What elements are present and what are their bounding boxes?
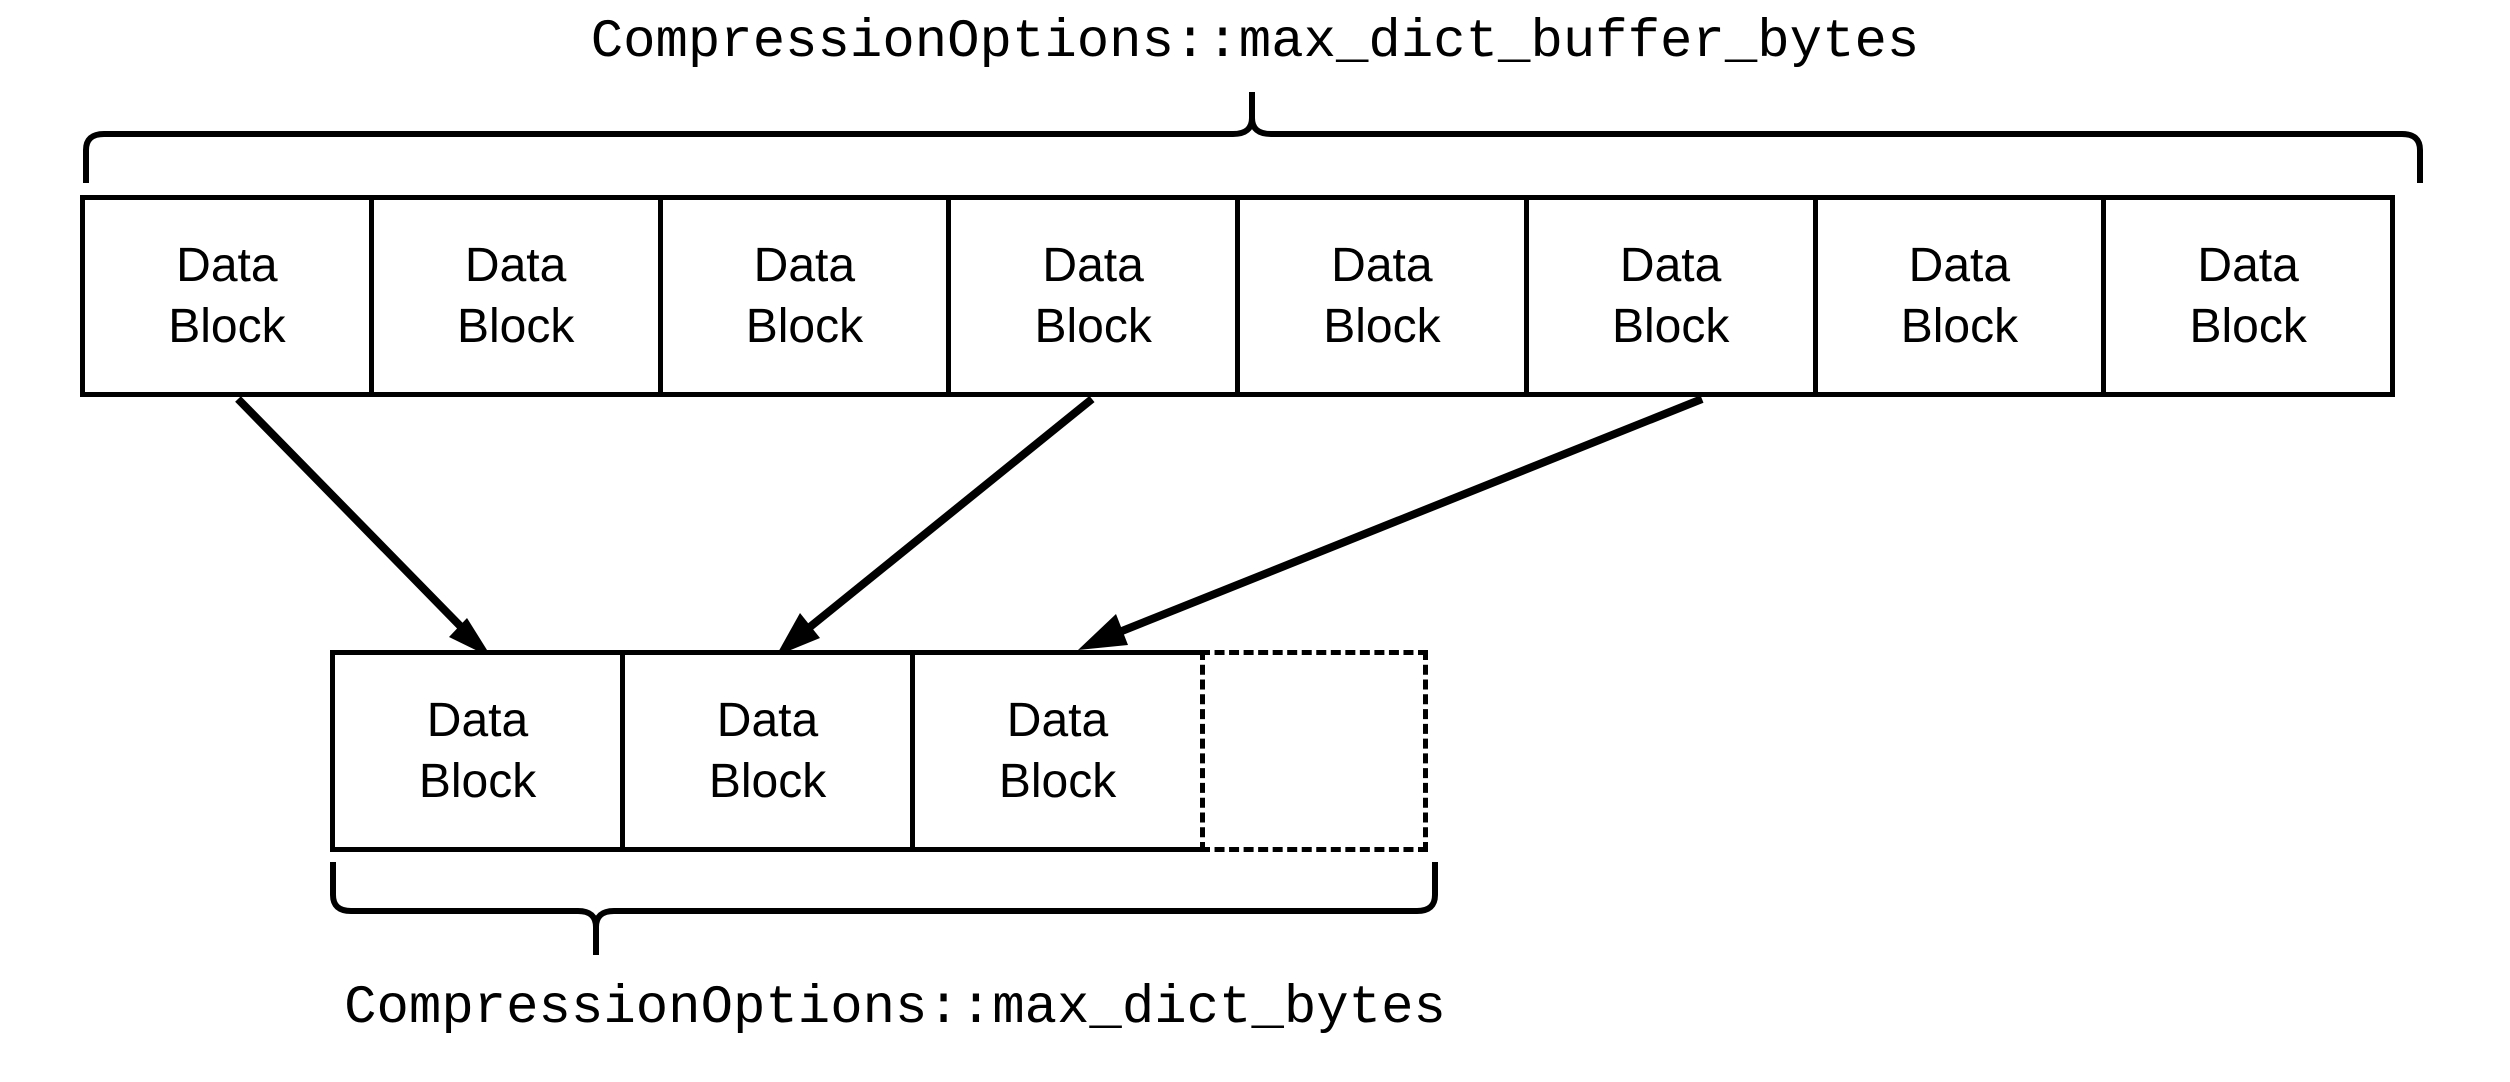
block-label-line1: Data — [176, 238, 278, 292]
top-data-block-1[interactable]: Data Block — [80, 195, 374, 397]
block-label-line1: Data — [426, 693, 529, 747]
arrow-block4-to-dict2 — [776, 395, 1095, 656]
dictionary-data-block-row: Data Block Data Block Data Block — [330, 650, 1440, 852]
dict-data-block-2[interactable]: Data Block — [620, 650, 915, 852]
block-label-line1: Data — [2197, 238, 2299, 292]
top-brace-icon — [83, 92, 2423, 183]
block-label-line2: Block — [1323, 300, 1441, 353]
block-label-line2: Block — [998, 755, 1117, 808]
block-label-line2: Block — [418, 755, 537, 808]
top-data-block-4[interactable]: Data Block — [946, 195, 1240, 397]
dict-data-block-1[interactable]: Data Block — [330, 650, 625, 852]
block-label-line1: Data — [464, 238, 567, 292]
block-label-line1: Data — [1331, 238, 1433, 292]
block-label-line1: Data — [1006, 693, 1109, 747]
block-label-line2: Block — [2189, 300, 2307, 353]
top-brace-label: CompressionOptions::max_dict_buffer_byte… — [590, 12, 1920, 73]
block-label-line2: Block — [456, 300, 575, 353]
top-data-block-8[interactable]: Data Block — [2101, 195, 2395, 397]
block-label-line1: Data — [716, 693, 819, 747]
top-data-block-2[interactable]: Data Block — [368, 195, 663, 397]
bottom-brace-label: CompressionOptions::max_dict_bytes — [344, 978, 1446, 1039]
bottom-brace-icon — [330, 862, 1438, 955]
block-label-line2: Block — [708, 755, 827, 808]
dict-data-block-3[interactable]: Data Block — [910, 650, 1205, 852]
dict-empty-slot-placeholder — [1200, 650, 1428, 852]
block-label-line2: Block — [745, 300, 864, 353]
arrow-block6-to-dict3 — [1078, 395, 1704, 650]
top-data-block-row: Data Block Data Block Data Block Data Bl… — [80, 195, 2430, 397]
top-data-block-7[interactable]: Data Block — [1812, 195, 2107, 397]
block-label-line1: Data — [1908, 238, 2011, 292]
top-data-block-6[interactable]: Data Block — [1523, 195, 1818, 397]
top-data-block-5[interactable]: Data Block — [1235, 195, 1529, 397]
block-label-line1: Data — [753, 238, 856, 292]
arrow-block1-to-dict1 — [235, 396, 492, 658]
block-label-line1: Data — [1619, 238, 1722, 292]
block-label-line2: Block — [168, 300, 286, 353]
block-label-line2: Block — [1900, 300, 2019, 353]
block-label-line2: Block — [1034, 300, 1152, 353]
top-data-block-3[interactable]: Data Block — [657, 195, 952, 397]
block-label-line2: Block — [1611, 300, 1730, 353]
block-label-line1: Data — [1042, 238, 1144, 292]
